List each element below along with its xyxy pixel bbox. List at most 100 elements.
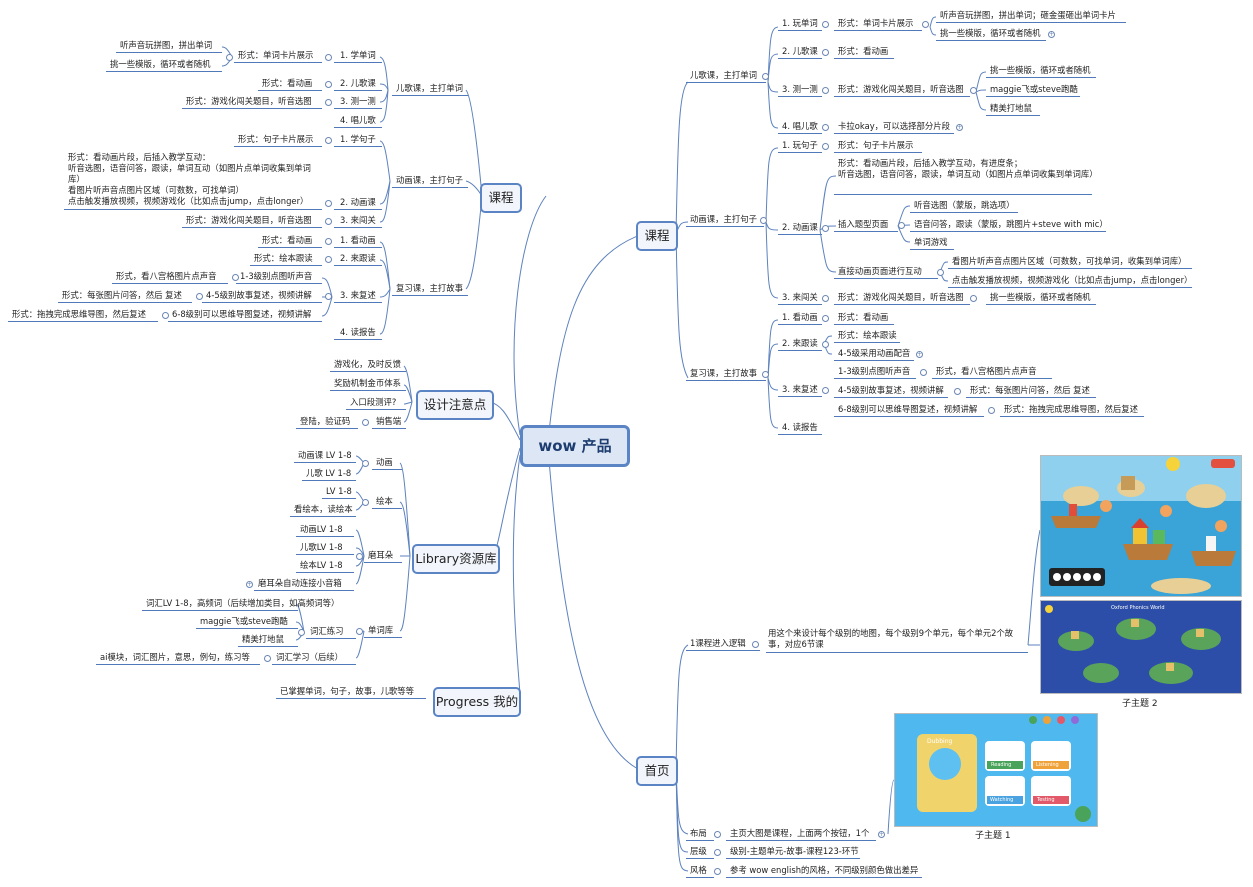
left-branch-library[interactable]: Library资源库	[412, 544, 500, 574]
collapse-icon[interactable]	[325, 137, 332, 144]
left-fuxi-form3-2[interactable]: 4-5级别故事复述，视频讲解	[206, 290, 312, 300]
left-donghua-form3[interactable]: 形式：游戏化闯关题目，听音选图	[186, 215, 312, 225]
right-insert-item-2[interactable]: 语音问答，跟读（蒙版，跳图片+steve with mic）	[914, 219, 1108, 229]
collapse-icon[interactable]	[822, 49, 829, 56]
collapse-icon[interactable]	[325, 81, 332, 88]
right-fuxi-item-3[interactable]: 3. 来复述	[782, 384, 818, 394]
lib-moerduo-4[interactable]: 磨耳朵自动连接小音箱	[258, 578, 342, 588]
left-donghua-form2[interactable]: 形式：看动画片段，后插入教学互动： 听音选图，语音问答，跟读，单词互动（如图片点…	[68, 152, 311, 206]
right-erge-form4[interactable]: 卡拉okay，可以选择部分片段	[838, 121, 951, 131]
sheji-sub[interactable]: 登陆，验证码	[300, 416, 351, 426]
left-fuxi-form1[interactable]: 形式：看动画	[262, 235, 313, 245]
shouye-fengge-topic[interactable]: 风格	[690, 865, 707, 875]
collapse-icon[interactable]	[898, 222, 905, 229]
expand-icon[interactable]: +	[878, 831, 885, 838]
left-branch-progress[interactable]: Progress 我的	[433, 687, 521, 717]
right-erge-form1[interactable]: 形式：单词卡片展示	[838, 18, 914, 28]
expand-icon[interactable]: +	[916, 351, 923, 358]
shouye-logic-text[interactable]: 用这个来设计每个级别的地图，每个级别9个单元，每个单元2个故事，对应6节课	[768, 628, 1014, 649]
shouye-buju-topic[interactable]: 布局	[690, 828, 707, 838]
collapse-icon[interactable]	[822, 124, 829, 131]
collapse-icon[interactable]	[356, 553, 363, 560]
collapse-icon[interactable]	[752, 641, 759, 648]
right-erge-item-4[interactable]: 4. 唱儿歌	[782, 121, 818, 131]
right-donghua-item-1[interactable]: 1. 玩句子	[782, 140, 818, 150]
right-erge-item-2[interactable]: 2. 儿歌课	[782, 46, 818, 56]
right-erge-form3[interactable]: 形式：游戏化闯关题目，听音选图	[838, 84, 964, 94]
right-donghua-form3-sub[interactable]: 挑一些模版，循环或者随机	[990, 292, 1091, 302]
collapse-icon[interactable]	[362, 499, 369, 506]
collapse-icon[interactable]	[714, 868, 721, 875]
collapse-icon[interactable]	[714, 849, 721, 856]
right-direct-item-2[interactable]: 点击触发播放视频，视频游戏化（比如点击jump，点击longer）	[952, 275, 1193, 285]
collapse-icon[interactable]	[226, 54, 233, 61]
right-erge-item-3[interactable]: 3. 测一测	[782, 84, 818, 94]
left-fuxi-topic[interactable]: 复习课，主打故事	[396, 283, 463, 293]
expand-icon[interactable]: +	[246, 581, 253, 588]
collapse-icon[interactable]	[822, 87, 829, 94]
left-fuxi-item-2[interactable]: 2. 来跟读	[340, 253, 376, 263]
collapse-icon[interactable]	[922, 21, 929, 28]
collapse-icon[interactable]	[356, 628, 363, 635]
collapse-icon[interactable]	[196, 293, 203, 300]
lib-lianxi-1[interactable]: 词汇LV 1-8，高频词（后续增加类目，如高频词等）	[146, 598, 340, 608]
collapse-icon[interactable]	[937, 269, 944, 276]
collapse-icon[interactable]	[822, 225, 829, 232]
left-donghua-item-3[interactable]: 3. 来闯关	[340, 215, 376, 225]
shouye-cengji-text[interactable]: 级别-主题单元-故事-课程123-环节	[730, 846, 859, 856]
collapse-icon[interactable]	[325, 256, 332, 263]
right-insert-item-3[interactable]: 单词游戏	[914, 237, 948, 247]
left-erge-item-2[interactable]: 2. 儿歌课	[340, 78, 376, 88]
lib-cat-danci[interactable]: 单词库	[368, 625, 394, 635]
collapse-icon[interactable]	[298, 629, 305, 636]
left-fuxi-form3-sub-2[interactable]: 形式：每张图片问答，然后 复述	[62, 290, 182, 300]
right-fuxi-form2-1[interactable]: 形式：绘本跟读	[838, 330, 897, 340]
left-fuxi-form3-sub-3[interactable]: 形式：拖拽完成思维导图，然后复述	[12, 309, 146, 319]
right-erge-form3-sub-1[interactable]: 挑一些模版，循环或者随机	[990, 65, 1091, 75]
collapse-icon[interactable]	[970, 87, 977, 94]
right-insert-label[interactable]: 插入题型页面	[838, 219, 889, 229]
left-fuxi-form3-3[interactable]: 6-8级别可以思维导图复述，视频讲解	[172, 309, 312, 319]
left-erge-form1-sub-2[interactable]: 挑一些模版，循环或者随机	[110, 59, 211, 69]
collapse-icon[interactable]	[325, 54, 332, 61]
right-fuxi-form3-sub-3[interactable]: 形式：拖拽完成思维导图，然后复述	[1004, 404, 1138, 414]
shouye-logic-topic[interactable]: 1课程进入逻辑	[690, 638, 746, 648]
collapse-icon[interactable]	[822, 341, 829, 348]
collapse-icon[interactable]	[714, 831, 721, 838]
collapse-icon[interactable]	[954, 388, 961, 395]
right-fuxi-form3-1[interactable]: 1-3级别点图听声音	[838, 366, 911, 376]
right-donghua-form2[interactable]: 形式：看动画片段，后插入教学互动，有进度条； 听音选图，语音问答，跟读，单词互动…	[838, 158, 1098, 179]
left-fuxi-form2[interactable]: 形式：绘本跟读	[254, 253, 313, 263]
shouye-cengji-topic[interactable]: 层级	[690, 846, 707, 856]
right-donghua-topic[interactable]: 动画课，主打句子	[690, 214, 757, 224]
collapse-icon[interactable]	[362, 460, 369, 467]
left-branch-sheji[interactable]: 设计注意点	[416, 390, 494, 420]
right-direct-label[interactable]: 直接动画页面进行互动	[838, 266, 922, 276]
lib-cat-donghua[interactable]: 动画	[376, 457, 393, 467]
left-erge-form2[interactable]: 形式：看动画	[262, 78, 313, 88]
right-fuxi-form3-sub-1[interactable]: 形式，看八宫格图片点声音	[936, 366, 1037, 376]
central-topic[interactable]: wow 产品	[520, 425, 630, 467]
right-fuxi-form3-sub-2[interactable]: 形式：每张图片问答，然后 复述	[970, 385, 1090, 395]
left-erge-item-3[interactable]: 3. 测一测	[340, 96, 376, 106]
collapse-icon[interactable]	[970, 295, 977, 302]
right-fuxi-form3-2[interactable]: 4-5级别故事复述，视频讲解	[838, 385, 944, 395]
right-branch-shouye[interactable]: 首页	[636, 756, 678, 786]
left-erge-item-1[interactable]: 1. 学单词	[340, 50, 376, 60]
right-erge-form1-sub-2[interactable]: 挑一些模版，循环或者随机	[940, 28, 1041, 38]
left-branch-kecheng[interactable]: 课程	[480, 183, 522, 213]
lib-lianxi-3[interactable]: 精美打地鼠	[242, 634, 284, 644]
collapse-icon[interactable]	[822, 295, 829, 302]
left-fuxi-item-3[interactable]: 3. 来复述	[340, 290, 376, 300]
right-fuxi-item-2[interactable]: 2. 来跟读	[782, 338, 818, 348]
lib-moerduo-2[interactable]: 儿歌LV 1-8	[300, 542, 343, 552]
lib-moerduo-3[interactable]: 绘本LV 1-8	[300, 560, 343, 570]
right-fuxi-form2-2[interactable]: 4-5级采用动画配音	[838, 348, 911, 358]
sheji-item-2[interactable]: 奖励机制金币体系	[334, 378, 401, 388]
left-donghua-form1[interactable]: 形式：句子卡片展示	[238, 134, 314, 144]
lib-donghua-1[interactable]: 动画课 LV 1-8	[298, 450, 352, 460]
sheji-item-4[interactable]: 销售端	[376, 416, 402, 426]
collapse-icon[interactable]	[362, 419, 369, 426]
collapse-icon[interactable]	[822, 387, 829, 394]
shouye-buju-text[interactable]: 主页大图是课程，上面两个按钮，1个	[730, 828, 870, 838]
